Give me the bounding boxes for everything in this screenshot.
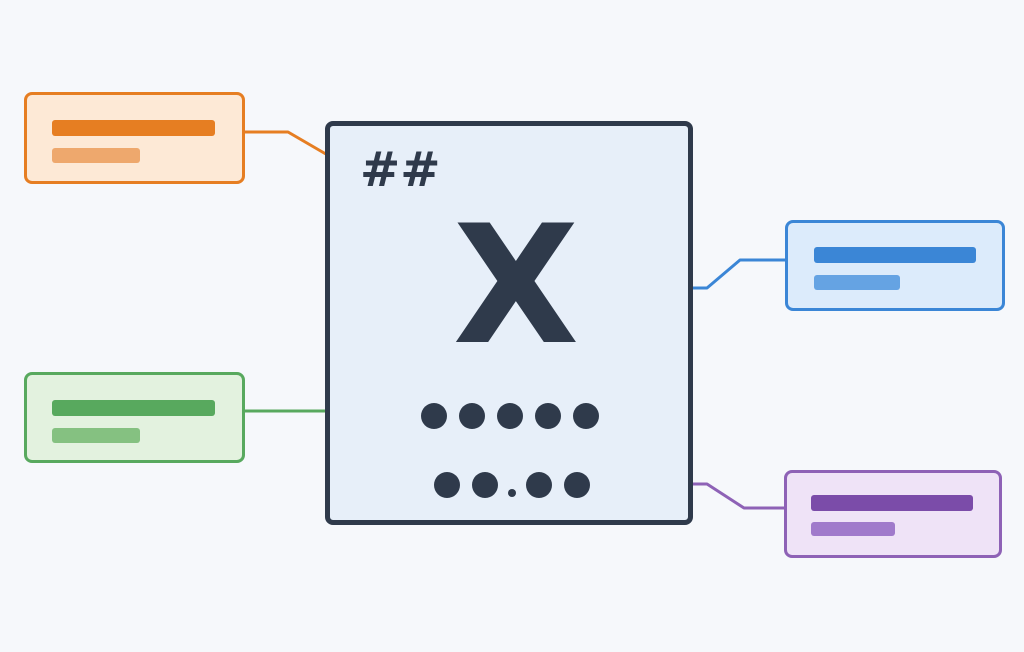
mask-dot	[421, 403, 447, 429]
masked-decimal-row	[434, 472, 590, 498]
mask-dot	[564, 472, 590, 498]
corner-code-label: ##	[360, 142, 441, 198]
orange-placeholder-line-primary	[52, 120, 215, 136]
mask-dot	[459, 403, 485, 429]
green-callout-box	[24, 372, 245, 463]
mask-dot	[573, 403, 599, 429]
orange-connector-line	[243, 130, 345, 166]
mask-dot	[472, 472, 498, 498]
mask-dot	[497, 403, 523, 429]
purple-callout-box	[784, 470, 1002, 558]
blue-placeholder-line-primary	[814, 247, 976, 263]
blue-placeholder-line-secondary	[814, 275, 900, 290]
center-symbol: X	[452, 190, 580, 381]
decimal-point-dot	[508, 489, 516, 497]
green-placeholder-line-primary	[52, 400, 215, 416]
mask-dot	[434, 472, 460, 498]
blue-callout-box	[785, 220, 1005, 311]
green-placeholder-line-secondary	[52, 428, 140, 443]
mask-dot	[526, 472, 552, 498]
masked-value-row	[421, 403, 599, 429]
purple-placeholder-line-primary	[811, 495, 973, 511]
mask-dot	[535, 403, 561, 429]
orange-callout-box	[24, 92, 245, 184]
central-document-card: ## X	[325, 121, 693, 525]
purple-placeholder-line-secondary	[811, 522, 895, 536]
orange-placeholder-line-secondary	[52, 148, 140, 163]
